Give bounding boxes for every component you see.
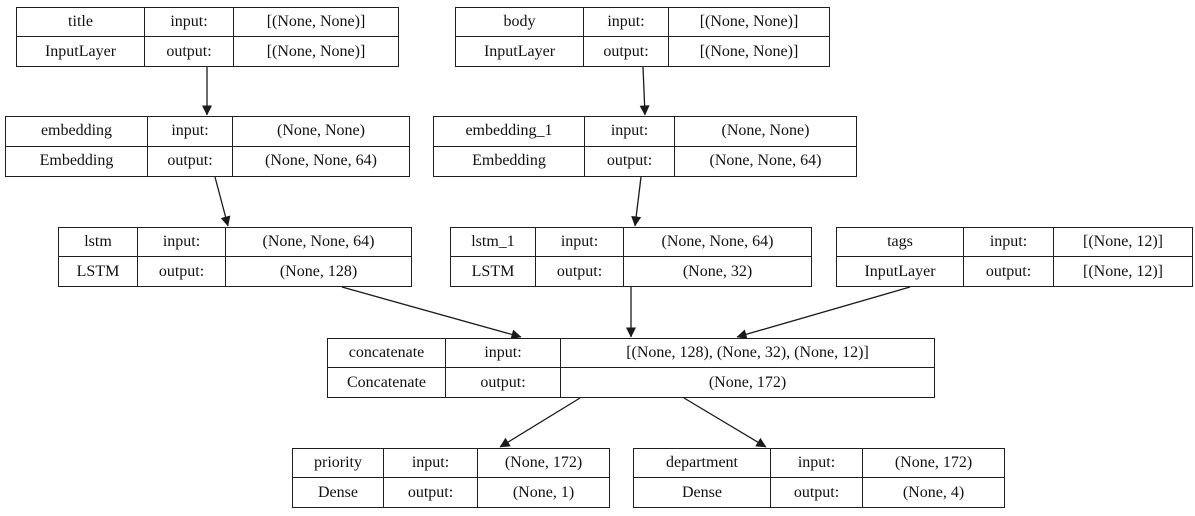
output-shape: (None, 1) [512, 483, 575, 501]
input-shape: (None, 172) [863, 449, 1004, 478]
layer-class: LSTM [59, 257, 138, 286]
output-shape: (None, None, 64) [709, 152, 822, 170]
layer-name: department [634, 449, 771, 478]
layer-name: concatenate [328, 339, 446, 368]
input-shape: (None, 172) [478, 449, 609, 478]
input-shape: [(None, None)] [669, 8, 829, 37]
layer-class: Embedding [6, 146, 148, 176]
output-label: output: [138, 257, 226, 286]
layer-name: priority [293, 449, 384, 478]
layer-class: LSTM [451, 257, 536, 286]
layer-class: Embedding [434, 146, 585, 176]
input-shape: [(None, None)] [234, 8, 398, 37]
input-shape: (None, None) [675, 117, 856, 147]
input-label: input: [148, 117, 233, 147]
edge-concatenate-department [683, 397, 767, 448]
output-shape: (None, 172) [708, 373, 787, 391]
output-label: output: [584, 37, 669, 66]
layer-class: InputLayer [456, 37, 584, 66]
output-label: output: [148, 146, 233, 176]
input-label: input: [446, 339, 561, 368]
input-label: input: [584, 8, 669, 37]
edge-body-embedding_1 [639, 66, 650, 116]
output-label: output: [771, 478, 863, 507]
layer-class: InputLayer [17, 37, 145, 66]
layer-node-department: department input: (None, 172) Dense outp… [633, 448, 1005, 508]
input-shape: (None, None) [233, 117, 409, 147]
layer-class: Dense [634, 478, 771, 507]
edge-lstm-concatenate [341, 286, 522, 340]
edge-embedding_1-lstm_1 [631, 176, 642, 227]
input-label: input: [536, 228, 624, 257]
input-label: input: [771, 449, 863, 478]
input-label: input: [964, 228, 1054, 257]
layer-node-body: body input: [(None, None)] InputLayer ou… [455, 7, 830, 67]
layer-node-title: title input: [(None, None)] InputLayer o… [16, 7, 399, 67]
input-shape: (None, None, 64) [624, 228, 811, 257]
input-label: input: [384, 449, 478, 478]
output-label: output: [145, 37, 234, 66]
layer-name: embedding_1 [434, 117, 585, 147]
edge-embedding-lstm [214, 176, 231, 227]
layer-name: lstm [59, 228, 138, 257]
output-shape: (None, 32) [682, 262, 753, 280]
input-shape: (None, None, 64) [226, 228, 411, 257]
layer-class: InputLayer [837, 257, 964, 286]
output-shape: [(None, None)] [266, 42, 366, 60]
layer-name: lstm_1 [451, 228, 536, 257]
output-shape: [(None, None)] [699, 42, 799, 60]
layer-node-lstm: lstm input: (None, None, 64) LSTM output… [58, 227, 412, 287]
layer-name: embedding [6, 117, 148, 147]
layer-node-tags: tags input: [(None, 12)] InputLayer outp… [836, 227, 1193, 287]
layer-node-priority: priority input: (None, 172) Dense output… [292, 448, 610, 508]
input-shape: [(None, 128), (None, 32), (None, 12)] [561, 339, 934, 368]
output-label: output: [585, 146, 675, 176]
input-shape: [(None, 12)] [1054, 228, 1192, 257]
input-label: input: [145, 8, 234, 37]
layer-name: tags [837, 228, 964, 257]
output-shape: [(None, 12)] [1083, 262, 1163, 280]
output-label: output: [536, 257, 624, 286]
layer-class: Dense [293, 478, 384, 507]
output-shape: (None, 4) [902, 483, 965, 501]
layer-node-lstm_1: lstm_1 input: (None, None, 64) LSTM outp… [450, 227, 812, 287]
edge-concatenate-priority [499, 397, 581, 448]
output-label: output: [964, 257, 1054, 286]
output-label: output: [384, 478, 478, 507]
layer-class: Concatenate [328, 368, 446, 397]
layer-name: title [17, 8, 145, 37]
output-shape: (None, 128) [279, 262, 358, 280]
layer-node-concatenate: concatenate input: [(None, 128), (None, … [327, 338, 935, 398]
edge-tags-concatenate [736, 286, 911, 340]
layer-node-embedding_1: embedding_1 input: (None, None) Embeddin… [433, 116, 857, 177]
layer-node-embedding: embedding input: (None, None) Embedding … [5, 116, 410, 177]
output-label: output: [446, 368, 561, 397]
input-label: input: [138, 228, 226, 257]
layer-name: body [456, 8, 584, 37]
output-shape: (None, None, 64) [265, 152, 377, 170]
input-label: input: [585, 117, 675, 147]
